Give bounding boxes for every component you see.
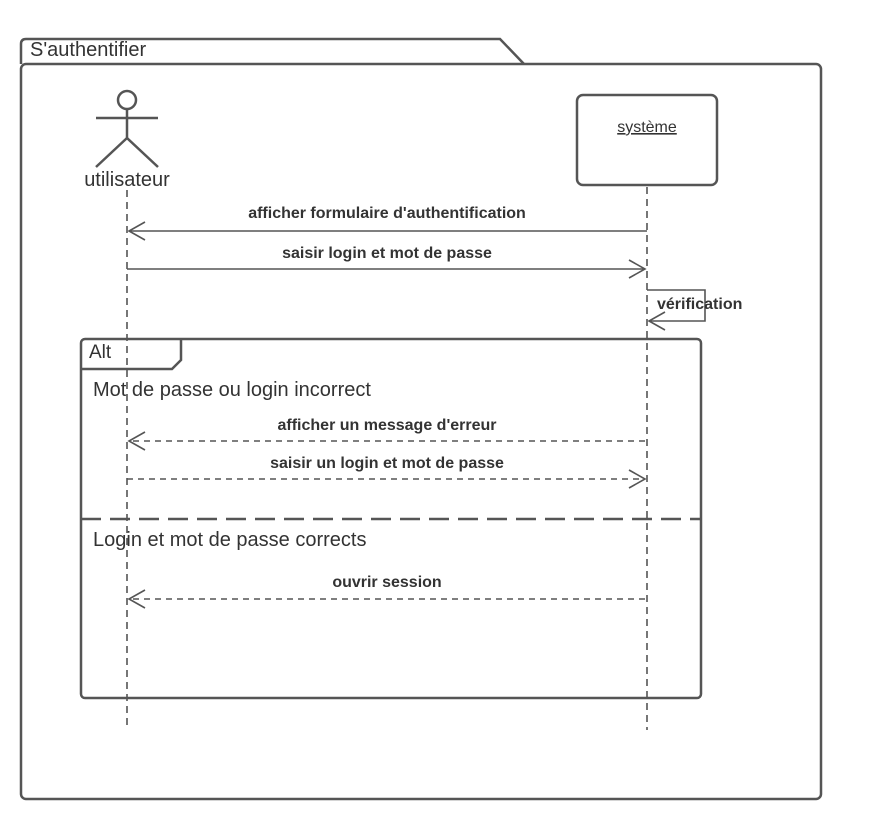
message-3-arrowhead bbox=[647, 311, 666, 331]
message-1-label: afficher formulaire d'authentification bbox=[248, 205, 526, 222]
frame-border bbox=[19, 62, 823, 801]
message-2-label: saisir login et mot de passe bbox=[282, 245, 492, 262]
message-6-arrowhead bbox=[127, 589, 146, 609]
message-4-arrowhead bbox=[127, 431, 146, 451]
system-label: système bbox=[617, 119, 677, 136]
stick-figure-icon bbox=[95, 89, 159, 168]
message-6-label: ouvrir session bbox=[332, 574, 441, 591]
frame-title: S'authentifier bbox=[30, 39, 146, 61]
message-5-label: saisir un login et mot de passe bbox=[270, 455, 504, 472]
alt-tag-box bbox=[81, 339, 183, 371]
alt-condition-1: Mot de passe ou login incorrect bbox=[93, 379, 371, 401]
message-1-arrowhead bbox=[127, 221, 146, 241]
message-3-label: vérification bbox=[657, 296, 742, 313]
message-2-arrowhead bbox=[628, 259, 647, 279]
message-4-label: afficher un message d'erreur bbox=[278, 417, 497, 434]
message-5-arrowhead bbox=[628, 469, 647, 489]
message-3-line bbox=[647, 289, 706, 322]
actor-label: utilisateur bbox=[84, 169, 170, 191]
alt-condition-2: Login et mot de passe corrects bbox=[93, 529, 366, 551]
frame-tab bbox=[19, 37, 525, 65]
system-box bbox=[575, 93, 719, 187]
alt-tag: Alt bbox=[89, 342, 112, 363]
